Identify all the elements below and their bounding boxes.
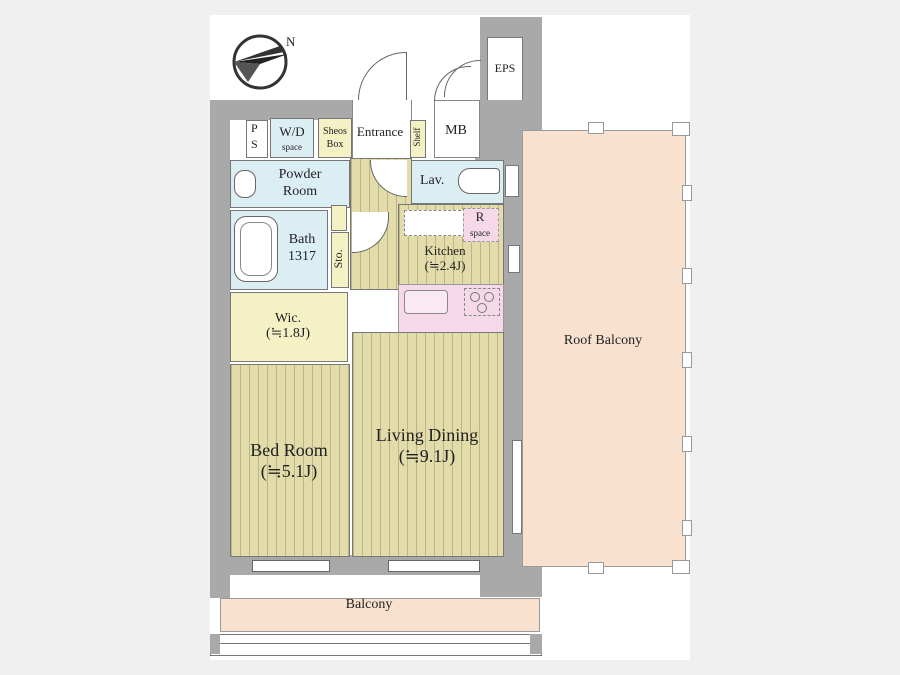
kitchen-size-label: (≒2.4J): [424, 258, 466, 273]
r-label: R: [475, 209, 485, 224]
living-east-door: [512, 440, 522, 534]
compass-north-label: N: [286, 34, 296, 49]
living-dining-floor: [352, 332, 504, 557]
storage-label: Sto.: [331, 249, 346, 269]
bath-size-label: 1317: [288, 249, 316, 264]
bath-label: Bath: [288, 232, 316, 247]
southwest-pillar: [210, 570, 230, 598]
lav-window: [505, 165, 519, 197]
balcony-end-left: [210, 634, 220, 654]
powder-room-label-2: Room: [282, 184, 318, 199]
wd-label: W/D: [279, 124, 305, 139]
bedroom-label: Bed Room: [250, 440, 328, 460]
living-dining-label: Living Dining: [375, 425, 479, 445]
balcony-railing: [210, 634, 542, 656]
bedroom-floor: [230, 364, 350, 557]
eps-room: [487, 37, 523, 101]
entrance-door-leaf: [406, 52, 407, 100]
roof-post: [588, 562, 604, 574]
shoes-box: [318, 118, 352, 158]
burner-icon: [484, 292, 494, 302]
shelf-label: Shelf: [411, 127, 422, 147]
eps-label: EPS: [494, 61, 516, 75]
ps-label-p: P: [251, 121, 258, 135]
kitchen-window: [508, 245, 520, 273]
washbasin-icon: [234, 170, 256, 198]
shelf: [410, 120, 426, 158]
living-dining-size-label: (≒9.1J): [398, 446, 456, 466]
shoes-box-label-2: Box: [326, 139, 344, 150]
roof-post: [672, 560, 690, 574]
wic-size-label: (≒1.8J): [265, 326, 310, 341]
shoes-box-label-1: Sheos: [323, 126, 347, 137]
roof-post: [682, 352, 692, 368]
sink-icon: [404, 290, 448, 314]
bedroom-size-label: (≒5.1J): [260, 461, 318, 481]
roof-post: [682, 185, 692, 201]
roof-post: [682, 268, 692, 284]
roof-post: [682, 520, 692, 536]
bathtub-inner: [240, 222, 272, 276]
wic-label: Wic.: [274, 311, 302, 326]
ps-label-s: S: [251, 137, 258, 151]
toilet-icon: [458, 168, 500, 194]
roof-post: [682, 436, 692, 452]
balcony-end-right: [530, 634, 542, 654]
burner-icon: [477, 303, 487, 313]
pipe-space: [246, 120, 268, 158]
roof-balcony-label: Roof Balcony: [563, 333, 643, 348]
meter-box: [434, 100, 480, 158]
north-wall-left: [210, 100, 358, 120]
wd-sub-label: space: [282, 142, 302, 152]
roof-balcony: [522, 130, 686, 567]
powder-room: [230, 160, 350, 208]
bedroom-window: [252, 560, 330, 572]
kitchen-label: Kitchen: [424, 243, 466, 258]
balcony: [220, 598, 540, 632]
washer-dryer-space: [270, 118, 314, 158]
burner-icon: [470, 292, 480, 302]
entrance-label: Entrance: [356, 124, 404, 139]
living-window: [388, 560, 480, 572]
powder-room-label-1: Powder: [278, 167, 322, 182]
lav-label: Lav.: [420, 173, 445, 188]
storage: [331, 232, 349, 288]
roof-post: [588, 122, 604, 134]
balcony-railing-line: [210, 643, 540, 644]
mb-label: MB: [445, 123, 467, 138]
west-wall: [210, 100, 230, 570]
kitchen-upper-shelf: [404, 210, 466, 236]
balcony-label: Balcony: [345, 597, 393, 612]
stove-icon: [464, 288, 500, 316]
storage-small: [331, 205, 347, 231]
r-sub-label: space: [470, 228, 490, 238]
roof-post: [672, 122, 690, 136]
compass-icon: [232, 34, 288, 90]
walk-in-closet: [230, 292, 348, 362]
refrigerator-space: [463, 208, 499, 242]
